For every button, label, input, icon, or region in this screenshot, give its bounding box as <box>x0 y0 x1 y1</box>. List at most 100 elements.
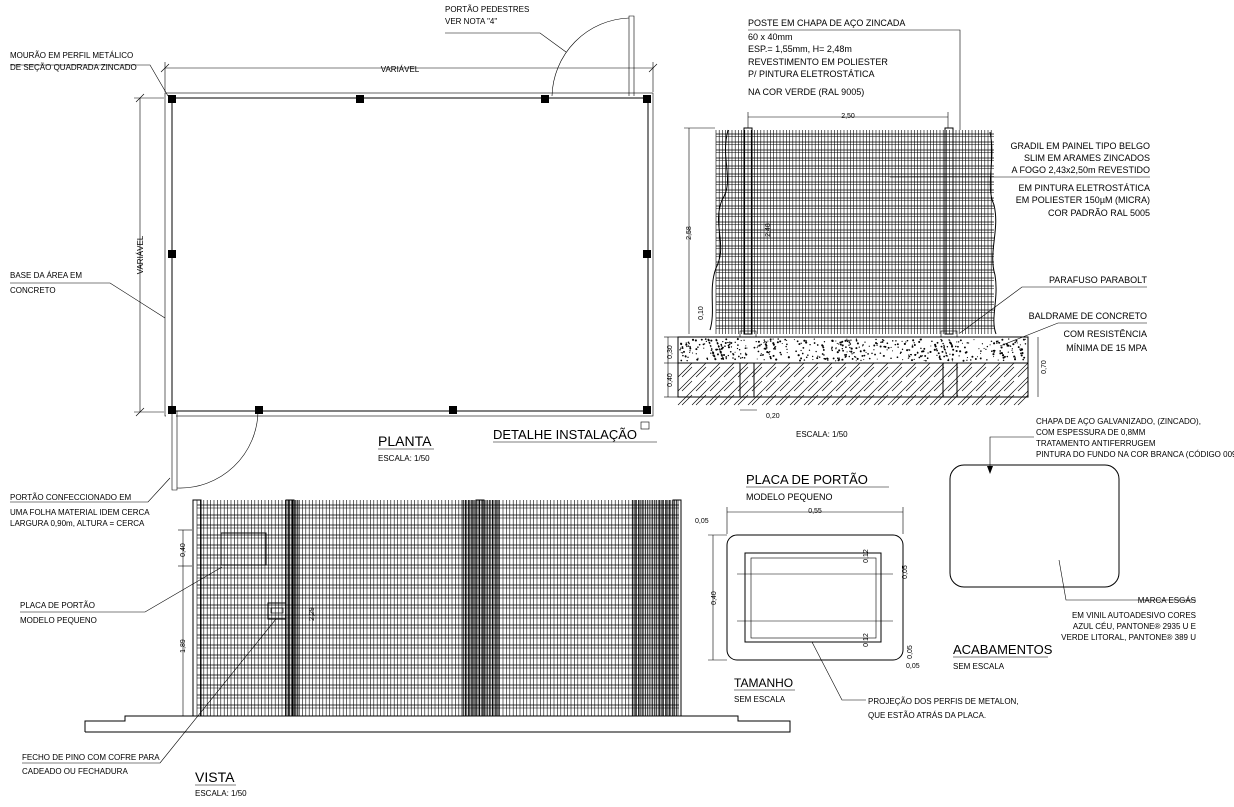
concrete-aggregate <box>784 338 787 341</box>
concrete-aggregate <box>993 356 995 358</box>
note-poste-4: REVESTIMENTO EM POLIESTER <box>748 57 888 67</box>
concrete-aggregate <box>779 340 782 343</box>
concrete-aggregate <box>715 348 718 351</box>
soil-hatch-line <box>887 362 903 378</box>
soil-hatch-line <box>831 390 847 406</box>
note-baldrame-1: BALDRAME DE CONCRETO <box>1029 311 1147 321</box>
concrete-aggregate <box>951 360 954 362</box>
concrete-aggregate <box>948 339 950 341</box>
soil-hatch-line <box>919 394 931 406</box>
note-portao-pedestres: PORTÃO PEDESTRES <box>445 5 529 14</box>
concrete-aggregate <box>712 351 715 355</box>
concrete-aggregate <box>848 341 851 344</box>
concrete-aggregate <box>821 353 824 355</box>
dim-248: 2,48 <box>765 223 772 237</box>
soil-hatch-line <box>961 366 973 378</box>
concrete-aggregate <box>943 348 946 351</box>
concrete-aggregate <box>958 355 960 357</box>
concrete-aggregate <box>763 339 766 341</box>
soil-hatch-line <box>887 376 903 392</box>
concrete-aggregate <box>684 355 687 358</box>
concrete-aggregate <box>955 345 957 348</box>
concrete-aggregate <box>995 340 998 343</box>
concrete-aggregate <box>786 339 788 341</box>
concrete-aggregate <box>798 343 801 346</box>
concrete-aggregate <box>1015 339 1018 342</box>
concrete-aggregate <box>738 349 741 351</box>
concrete-aggregate <box>938 356 941 359</box>
concrete-aggregate <box>816 344 819 346</box>
concrete-aggregate <box>931 340 933 343</box>
concrete-aggregate <box>846 338 848 340</box>
concrete-aggregate <box>830 348 833 350</box>
soil-hatch-line <box>915 362 931 378</box>
concrete-aggregate <box>966 356 969 359</box>
soil-hatch-line <box>905 366 917 378</box>
concrete-aggregate <box>713 355 716 358</box>
concrete-aggregate <box>963 346 966 349</box>
vista-note-fecho-2: CADEADO OU FECHADURA <box>22 767 128 776</box>
concrete-aggregate <box>807 354 809 356</box>
concrete-aggregate <box>920 347 922 350</box>
note-poste-6: NA COR VERDE (RAL 9005) <box>748 87 864 97</box>
concrete-aggregate <box>721 355 723 357</box>
concrete-aggregate <box>860 359 862 362</box>
concrete-aggregate <box>944 351 947 353</box>
concrete-aggregate <box>725 338 728 341</box>
concrete-aggregate <box>998 342 1001 344</box>
soil-hatch-line <box>719 390 735 406</box>
soil-hatch-line <box>905 380 917 392</box>
concrete-aggregate <box>1006 355 1009 358</box>
concrete-aggregate <box>933 348 936 351</box>
placa-dim-005c: 0,05 <box>906 663 920 670</box>
soil-hatch-line <box>789 376 805 392</box>
concrete-aggregate <box>773 346 776 349</box>
concrete-aggregate <box>759 354 762 356</box>
note-baldrame-3: MÍNIMA DE 15 MPA <box>1066 343 1147 353</box>
soil-hatch-line <box>723 366 735 378</box>
concrete-aggregate <box>831 346 833 349</box>
concrete-aggregate <box>950 345 954 348</box>
concrete-aggregate <box>688 343 690 345</box>
concrete-aggregate <box>943 347 945 349</box>
concrete-aggregate <box>827 358 829 360</box>
concrete-aggregate <box>849 343 852 345</box>
concrete-aggregate <box>890 357 892 359</box>
soil-hatch-line <box>849 394 861 406</box>
concrete-aggregate <box>823 341 826 343</box>
concrete-aggregate <box>801 352 804 355</box>
concrete-aggregate <box>767 340 769 342</box>
note-gradil-5: EM POLIESTER 150µM (MICRA) <box>1016 195 1150 205</box>
concrete-aggregate <box>686 359 688 362</box>
concrete-aggregate <box>725 356 728 358</box>
concrete-aggregate <box>720 343 723 346</box>
concrete-aggregate <box>993 342 996 345</box>
concrete-aggregate <box>697 357 699 359</box>
note-parafuso: PARAFUSO PARABOLT <box>1049 275 1148 285</box>
concrete-aggregate <box>753 346 756 349</box>
concrete-aggregate <box>841 347 844 350</box>
concrete-aggregate <box>993 351 995 353</box>
concrete-aggregate <box>723 354 726 357</box>
concrete-aggregate <box>805 341 808 344</box>
concrete-aggregate <box>846 340 849 343</box>
soil-hatch-line <box>807 394 819 406</box>
soil-hatch-line <box>789 390 805 406</box>
concrete-aggregate <box>730 346 733 348</box>
placa-dim-005-top: 0,05 <box>695 518 709 525</box>
note-poste-2: 60 x 40mm <box>748 32 793 42</box>
concrete-aggregate <box>831 339 834 342</box>
concrete-aggregate <box>945 353 947 355</box>
concrete-aggregate <box>822 346 825 349</box>
concrete-aggregate <box>908 349 911 351</box>
note-poste-5: P/ PINTURA ELETROSTÁTICA <box>748 69 875 79</box>
concrete-aggregate <box>826 359 829 361</box>
concrete-aggregate <box>875 342 878 345</box>
concrete-aggregate <box>760 353 762 355</box>
concrete-aggregate <box>724 345 726 347</box>
concrete-aggregate <box>945 354 948 357</box>
note-poste-3: ESP.= 1,55mm, H= 2,48m <box>748 44 852 54</box>
soil-hatch-line <box>863 380 875 392</box>
concrete-aggregate <box>956 341 958 343</box>
concrete-aggregate <box>706 358 709 361</box>
